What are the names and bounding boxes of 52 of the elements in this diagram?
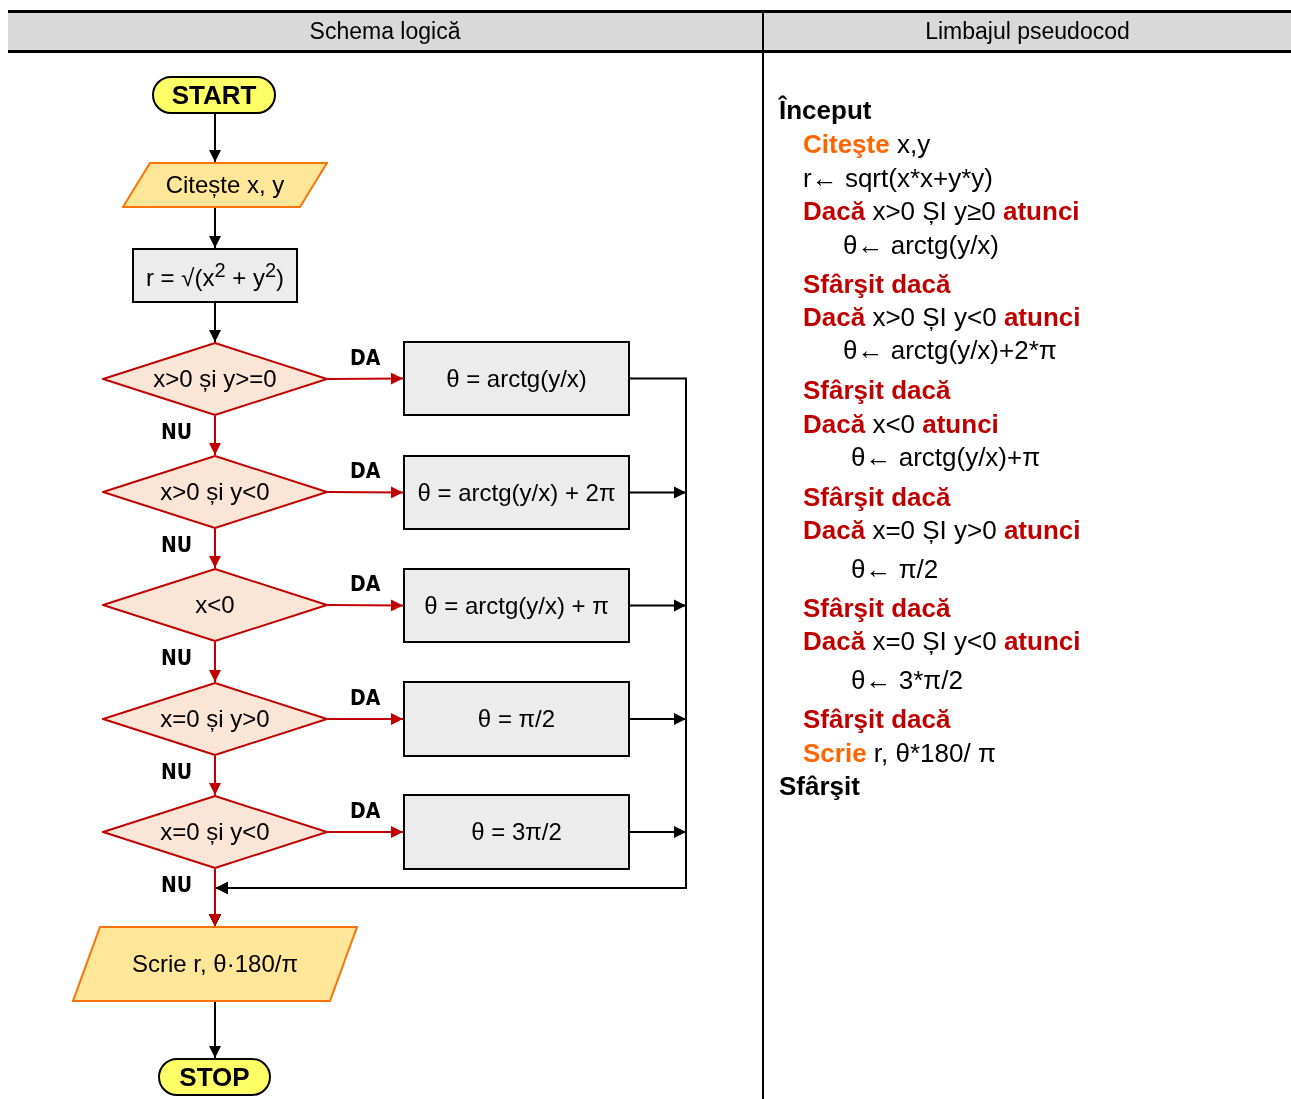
input-output-parallelogram <box>122 162 328 208</box>
node-label: x=0 și y<0 <box>160 818 270 846</box>
node-label: θ = π/2 <box>477 705 556 733</box>
node-label: θ = 3π/2 <box>471 818 562 846</box>
process-box <box>403 341 630 416</box>
decision-diamond <box>102 795 328 869</box>
decision-diamond <box>102 342 328 416</box>
pseudocode-line: Dacă x>0 ȘI y<0 atunci <box>803 301 1081 333</box>
pseudocode-line: r← sqrt(x*x+y*y) <box>803 162 993 194</box>
pseudocode-line: Sfârşit dacă <box>803 374 951 406</box>
decision-diamond <box>102 568 328 642</box>
process-box <box>132 248 298 303</box>
node-label: x=0 și y>0 <box>160 705 270 733</box>
pseudocode-line: Sfârşit dacă <box>803 481 951 513</box>
node-label: x<0 <box>195 591 235 619</box>
node-label: θ = arctg(y/x) + 2π <box>417 478 616 507</box>
node-label: θ = arctg(y/x) + π <box>424 591 609 620</box>
node-label: Citește x, y <box>165 171 285 199</box>
pseudocode-line: Dacă x>0 ȘI y≥0 atunci <box>803 195 1080 227</box>
pseudocode-line: Început <box>779 94 872 126</box>
decision-diamond <box>102 455 328 529</box>
process-box <box>403 794 630 870</box>
node-label: x>0 și y<0 <box>160 478 270 506</box>
node-label: x>0 și y>=0 <box>153 365 277 393</box>
pseudocode-line: Dacă x<0 atunci <box>803 408 999 440</box>
terminal-shape <box>158 1058 271 1096</box>
node-label: STOP <box>179 1061 250 1093</box>
column-header: Limbajul pseudocod <box>925 18 1130 45</box>
decision-diamond <box>102 682 328 756</box>
process-box <box>403 681 630 757</box>
pseudocode-line: Sfârşit <box>779 770 860 802</box>
pseudocode-line: Dacă x=0 ȘI y>0 atunci <box>803 514 1081 546</box>
pseudocode-line: θ← π/2 <box>851 553 939 585</box>
pseudocode-line: θ← arctg(y/x)+π <box>851 441 1041 473</box>
pseudocode-line: Sfârşit dacă <box>803 592 951 624</box>
column-header: Schema logică <box>309 18 461 45</box>
pseudocode-line: θ← arctg(y/x) <box>843 229 1000 261</box>
process-box <box>403 455 630 530</box>
node-label: θ = arctg(y/x) <box>446 364 587 393</box>
pseudocode-line: θ← 3*π/2 <box>851 664 963 696</box>
pseudocode-line: Sfârşit dacă <box>803 268 951 300</box>
node-label: START <box>171 79 257 111</box>
node-label: Scrie r, θ·180/π <box>132 950 298 978</box>
terminal-shape <box>152 76 276 114</box>
process-box <box>403 568 630 643</box>
pseudocode-line: Dacă x=0 ȘI y<0 atunci <box>803 625 1081 657</box>
pseudocode-line: Sfârşit dacă <box>803 703 951 735</box>
pseudocode-line: θ← arctg(y/x)+2*π <box>843 334 1057 366</box>
pseudocode-line: Scrie r, θ*180/ π <box>803 737 996 769</box>
node-label: r = √(x$^{2}$ + y$^{2}$) <box>145 259 285 292</box>
pseudocode-line: Citeşte x,y <box>803 128 931 160</box>
input-output-parallelogram <box>72 926 358 1002</box>
